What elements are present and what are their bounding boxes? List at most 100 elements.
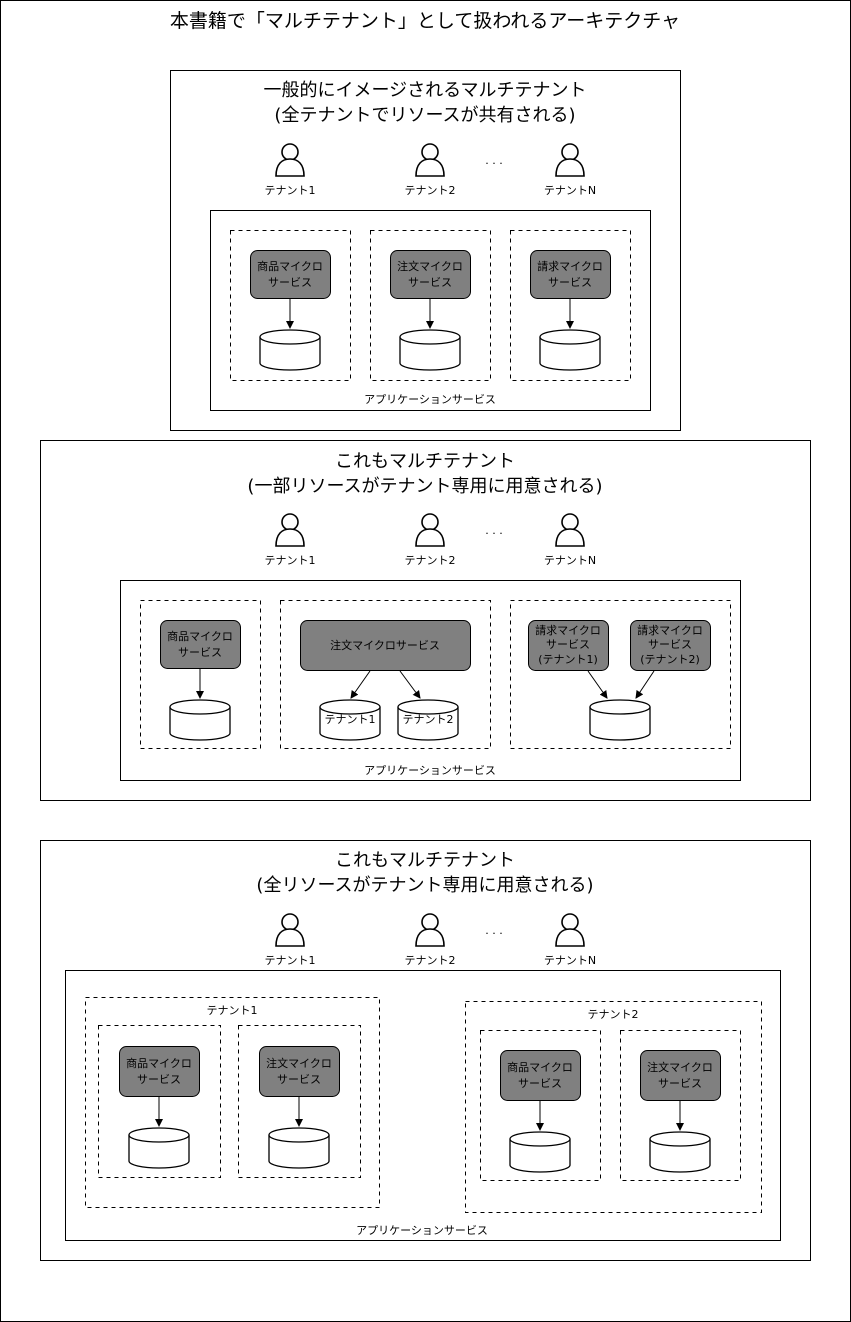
arrow bbox=[635, 670, 655, 699]
section-fully-dedicated: これもマルチテナント (全リソースがテナント専用に用意される) テナント1 テナ… bbox=[40, 840, 811, 1261]
user-icon bbox=[275, 143, 305, 177]
user-icon bbox=[275, 513, 305, 547]
app-service-box bbox=[120, 580, 741, 781]
service-group bbox=[140, 600, 261, 749]
service-group bbox=[510, 230, 631, 381]
svg-text:注文マイクロ: 注文マイクロ bbox=[647, 1060, 713, 1074]
section-title-line1: これもマルチテナント bbox=[335, 451, 515, 472]
arrow bbox=[399, 670, 421, 699]
tenant-2-user: テナント2 bbox=[405, 513, 456, 567]
tenant-label: テナント2 bbox=[405, 184, 456, 197]
svg-text:商品マイクロ: 商品マイクロ bbox=[257, 259, 323, 273]
order-service: 注文マイクロ サービス bbox=[259, 1046, 340, 1097]
service-group bbox=[238, 1025, 361, 1178]
app-service-box bbox=[65, 970, 781, 1241]
service-group bbox=[98, 1025, 221, 1178]
svg-text:サービス: サービス bbox=[518, 1077, 562, 1090]
svg-text:商品マイクロ: 商品マイクロ bbox=[507, 1060, 573, 1074]
app-service-label: アプリケーションサービス bbox=[356, 1224, 488, 1237]
svg-text:注文マイクロ: 注文マイクロ bbox=[266, 1056, 332, 1070]
tenant-label: テナントN bbox=[544, 954, 596, 967]
database-icon bbox=[399, 329, 461, 371]
user-icon bbox=[555, 913, 585, 947]
svg-text:サービス: サービス bbox=[137, 1073, 181, 1086]
ellipsis: · · · bbox=[485, 527, 502, 540]
svg-text:注文マイクロ: 注文マイクロ bbox=[397, 259, 463, 273]
product-service: 商品マイクロ サービス bbox=[160, 620, 241, 669]
tenant-group-label: テナント2 bbox=[588, 1008, 639, 1021]
tenant-label: テナント1 bbox=[265, 954, 316, 967]
database-icon bbox=[649, 1131, 711, 1173]
service-group bbox=[370, 230, 491, 381]
tenant-2-user: テナント2 bbox=[405, 913, 456, 967]
section-partial-dedicated: これもマルチテナント (一部リソースがテナント専用に用意される) テナント1 テ… bbox=[40, 440, 811, 801]
database-label: テナント2 bbox=[403, 713, 454, 726]
database-icon bbox=[169, 699, 231, 741]
product-service: 商品マイクロ サービス bbox=[119, 1046, 200, 1097]
arrow bbox=[350, 670, 371, 699]
diagram-title: 本書籍で「マルチテナント」として扱われるアーキテクチャ bbox=[170, 10, 680, 32]
billing-service: 請求マイクロ サービス bbox=[530, 250, 611, 299]
user-icon bbox=[275, 913, 305, 947]
tenant-label: テナントN bbox=[544, 184, 596, 197]
service-group bbox=[480, 1030, 601, 1181]
product-service: 商品マイクロ サービス bbox=[250, 250, 331, 299]
svg-text:(テナント1): (テナント1) bbox=[538, 653, 598, 666]
section-title-line1: 一般的にイメージされるマルチテナント bbox=[264, 80, 587, 101]
svg-text:商品マイクロ: 商品マイクロ bbox=[126, 1056, 192, 1070]
app-service-label: アプリケーションサービス bbox=[364, 764, 496, 777]
svg-text:注文マイクロサービス: 注文マイクロサービス bbox=[330, 638, 440, 652]
service-group bbox=[230, 230, 351, 381]
tenant-group bbox=[85, 997, 380, 1208]
user-icon bbox=[555, 513, 585, 547]
service-group bbox=[620, 1030, 741, 1181]
svg-text:サービス: サービス bbox=[178, 646, 222, 659]
user-icon bbox=[415, 143, 445, 177]
order-service: 注文マイクロサービス bbox=[300, 620, 471, 671]
tenant-label: テナントN bbox=[544, 554, 596, 567]
database-icon bbox=[259, 329, 321, 371]
tenant-1-user: テナント1 bbox=[265, 143, 316, 197]
tenant-group-label: テナント1 bbox=[207, 1004, 258, 1017]
section-title-line2: (全テナントでリソースが共有される) bbox=[274, 105, 575, 126]
svg-text:サービス: サービス bbox=[546, 638, 590, 651]
svg-text:請求マイクロ: 請求マイクロ bbox=[535, 623, 601, 637]
database-icon bbox=[319, 699, 381, 741]
app-service-label: アプリケーションサービス bbox=[364, 393, 496, 406]
product-service: 商品マイクロ サービス bbox=[500, 1050, 581, 1101]
database-icon bbox=[539, 329, 601, 371]
arrow bbox=[587, 670, 608, 699]
tenant-label: テナント1 bbox=[265, 184, 316, 197]
tenant-label: テナント2 bbox=[405, 954, 456, 967]
svg-text:(テナント2): (テナント2) bbox=[640, 653, 700, 666]
tenant-n-user: テナントN bbox=[544, 913, 596, 967]
billing-service-tenant-1: 請求マイクロ サービス (テナント1) bbox=[528, 620, 609, 671]
service-group bbox=[280, 600, 491, 749]
tenant-n-user: テナントN bbox=[544, 513, 596, 567]
user-icon bbox=[415, 913, 445, 947]
tenant-label: テナント2 bbox=[405, 554, 456, 567]
database-icon bbox=[509, 1131, 571, 1173]
database-label: テナント1 bbox=[325, 713, 376, 726]
svg-text:商品マイクロ: 商品マイクロ bbox=[167, 629, 233, 643]
ellipsis: · · · bbox=[485, 927, 502, 940]
svg-text:サービス: サービス bbox=[648, 638, 692, 651]
svg-text:サービス: サービス bbox=[268, 276, 312, 289]
svg-text:サービス: サービス bbox=[408, 276, 452, 289]
order-service: 注文マイクロ サービス bbox=[640, 1050, 721, 1101]
section-title-line1: これもマルチテナント bbox=[335, 850, 515, 871]
database-icon bbox=[589, 699, 651, 741]
section-title-line2: (全リソースがテナント専用に用意される) bbox=[256, 875, 593, 896]
database-icon bbox=[268, 1127, 330, 1169]
database-icon bbox=[397, 699, 459, 741]
section-shared: 一般的にイメージされるマルチテナント (全テナントでリソースが共有される) テナ… bbox=[170, 70, 681, 431]
database-icon bbox=[128, 1127, 190, 1169]
svg-text:サービス: サービス bbox=[548, 276, 592, 289]
order-service: 注文マイクロ サービス bbox=[390, 250, 471, 299]
user-icon bbox=[555, 143, 585, 177]
tenant-1-user: テナント1 bbox=[265, 913, 316, 967]
ellipsis: · · · bbox=[485, 157, 502, 170]
svg-text:サービス: サービス bbox=[658, 1077, 702, 1090]
tenant-n-user: テナントN bbox=[544, 143, 596, 197]
